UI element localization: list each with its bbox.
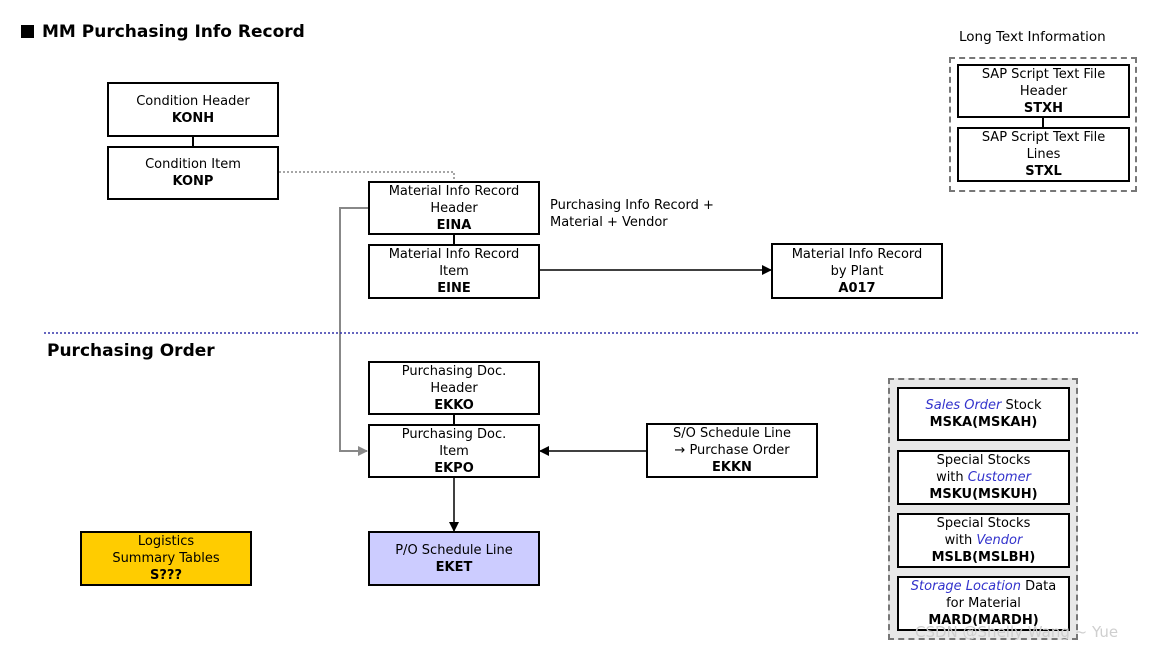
- eina-ekpo-gray-arrow: [339, 207, 368, 456]
- a017-table-box: Material Info Record by Plant A017: [771, 243, 943, 299]
- ekkn-table-box: S/O Schedule Line → Purchase Order EKKN: [646, 423, 818, 478]
- mska-table-box: Sales Order Stock MSKA(MSKAH): [897, 387, 1070, 441]
- mard-label-line: Storage Location Data: [910, 579, 1057, 594]
- stxl-table-box: SAP Script Text File Lines STXL: [957, 127, 1130, 182]
- title-purchasing-order: Purchasing Order: [47, 341, 215, 361]
- ekko-table-box: Purchasing Doc. Header EKKO: [368, 361, 540, 415]
- konp-table-box: Condition Item KONP: [107, 146, 279, 200]
- mslb-table-box: Special Stocks with Vendor MSLB(MSLBH): [897, 513, 1070, 568]
- long-text-frame: [949, 57, 1137, 192]
- title-mm-purchasing-info-record: MM Purchasing Info Record: [21, 22, 305, 42]
- eket-table-box: P/O Schedule Line EKET: [368, 531, 540, 586]
- mslb-label-line: with Vendor: [944, 533, 1023, 548]
- stxh-table-box: SAP Script Text File Header STXH: [957, 64, 1130, 118]
- logistics-summary-box: Logistics Summary Tables S???: [80, 531, 252, 586]
- eine-table-box: Material Info Record Item EINE: [368, 244, 540, 299]
- msku-label-line: with Customer: [936, 470, 1031, 485]
- title-long-text-information: Long Text Information: [959, 29, 1106, 45]
- bullet-square-icon: [21, 25, 34, 38]
- mska-label-line: Sales Order Stock: [925, 398, 1042, 413]
- purchasing-info-record-note: Purchasing Info Record + Material + Vend…: [550, 198, 714, 230]
- konp-eina-dotted-link: [279, 171, 455, 181]
- msku-table-box: Special Stocks with Customer MSKU(MSKUH): [897, 450, 1070, 505]
- konh-table-box: Condition Header KONH: [107, 82, 279, 137]
- watermark: CSDN @Shelly Wang ~ Yue: [915, 623, 1119, 641]
- ekpo-table-box: Purchasing Doc. Item EKPO: [368, 424, 540, 478]
- mard-table-box: Storage Location Data for Material MARD(…: [897, 576, 1070, 631]
- eina-table-box: Material Info Record Header EINA: [368, 181, 540, 235]
